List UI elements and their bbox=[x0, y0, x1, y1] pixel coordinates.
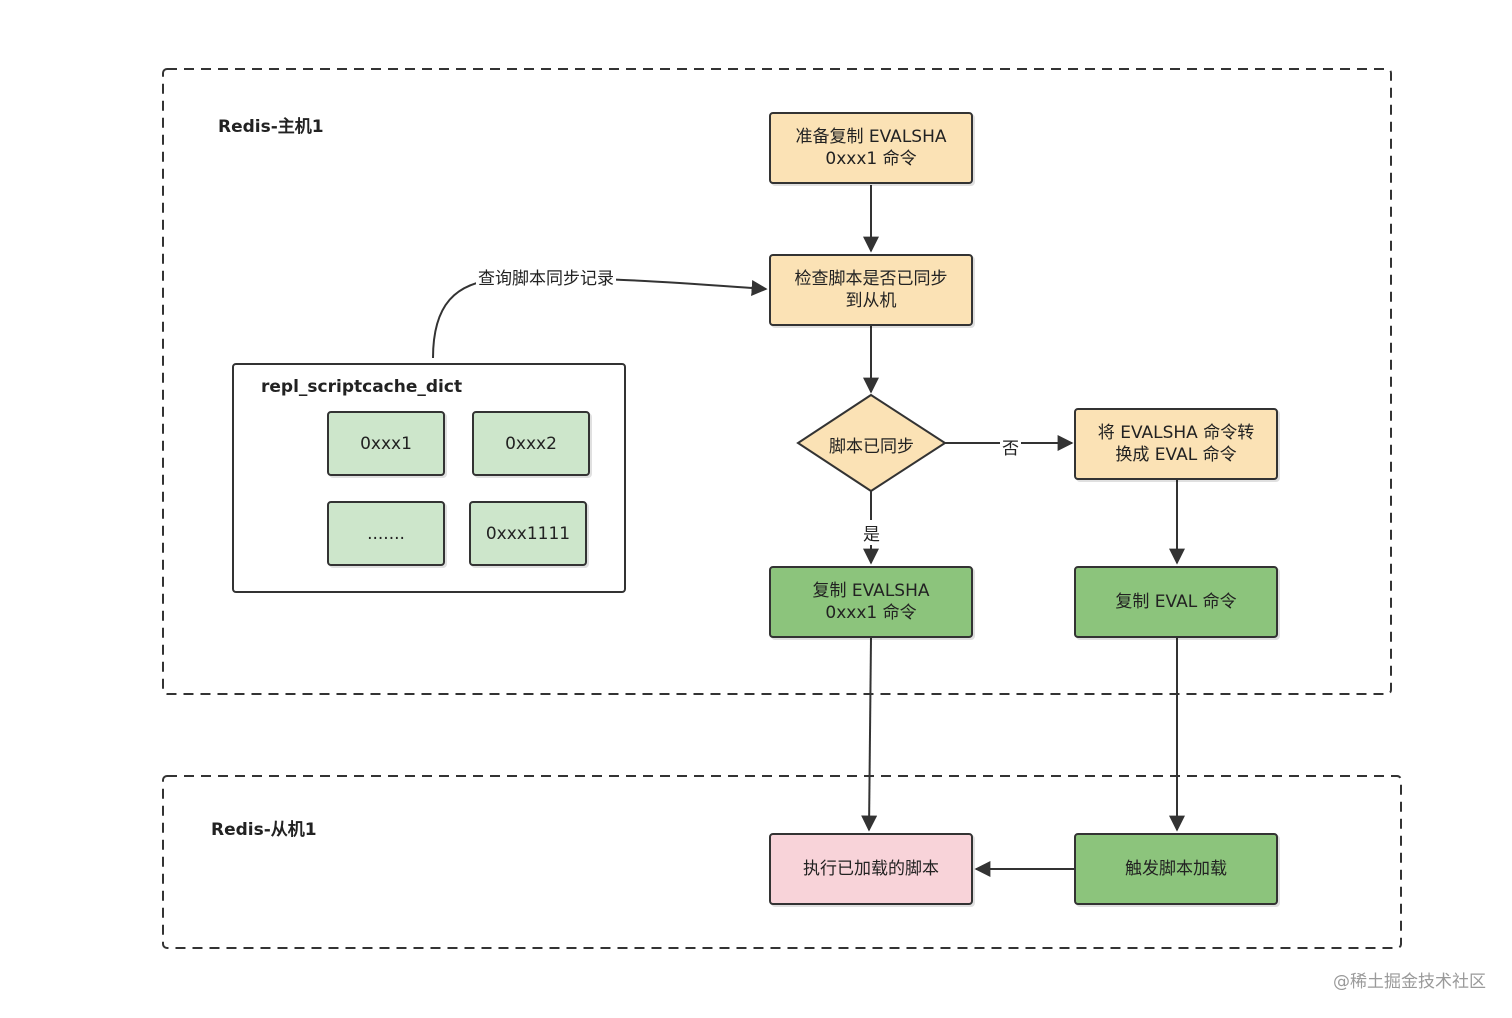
prepare-evalsha-node: 准备复制 EVALSHA 0xxx1 命令 bbox=[769, 112, 973, 184]
dict-entry: 0xxx1111 bbox=[469, 501, 587, 566]
dict-title: repl_scriptcache_dict bbox=[261, 377, 463, 397]
query-edge-label: 查询脚本同步记录 bbox=[476, 264, 616, 289]
dict-entry: 0xxx2 bbox=[472, 411, 590, 476]
slave-region-frame bbox=[162, 775, 1402, 949]
master-region-label: Redis-主机1 bbox=[218, 117, 324, 137]
yes-edge-label: 是 bbox=[861, 520, 882, 545]
watermark: @稀土掘金技术社区 bbox=[1333, 972, 1486, 992]
master-region-frame bbox=[162, 68, 1392, 695]
copy-eval-node: 复制 EVAL 命令 bbox=[1074, 566, 1278, 638]
trigger-load-node: 触发脚本加载 bbox=[1074, 833, 1278, 905]
edge-copy-evalsha-to-execute bbox=[861, 637, 878, 832]
convert-to-eval-node: 将 EVALSHA 命令转 换成 EVAL 命令 bbox=[1074, 408, 1278, 480]
decision-label: 脚本已同步 bbox=[829, 437, 914, 457]
check-sync-node: 检查脚本是否已同步 到从机 bbox=[769, 254, 973, 326]
dict-entry: ....... bbox=[327, 501, 445, 566]
copy-evalsha-node: 复制 EVALSHA 0xxx1 命令 bbox=[769, 566, 973, 638]
dict-entry: 0xxx1 bbox=[327, 411, 445, 476]
slave-region-label: Redis-从机1 bbox=[211, 820, 317, 840]
execute-script-node: 执行已加载的脚本 bbox=[769, 833, 973, 905]
edge-dict-to-check bbox=[432, 277, 768, 359]
no-edge-label: 否 bbox=[1000, 434, 1021, 459]
